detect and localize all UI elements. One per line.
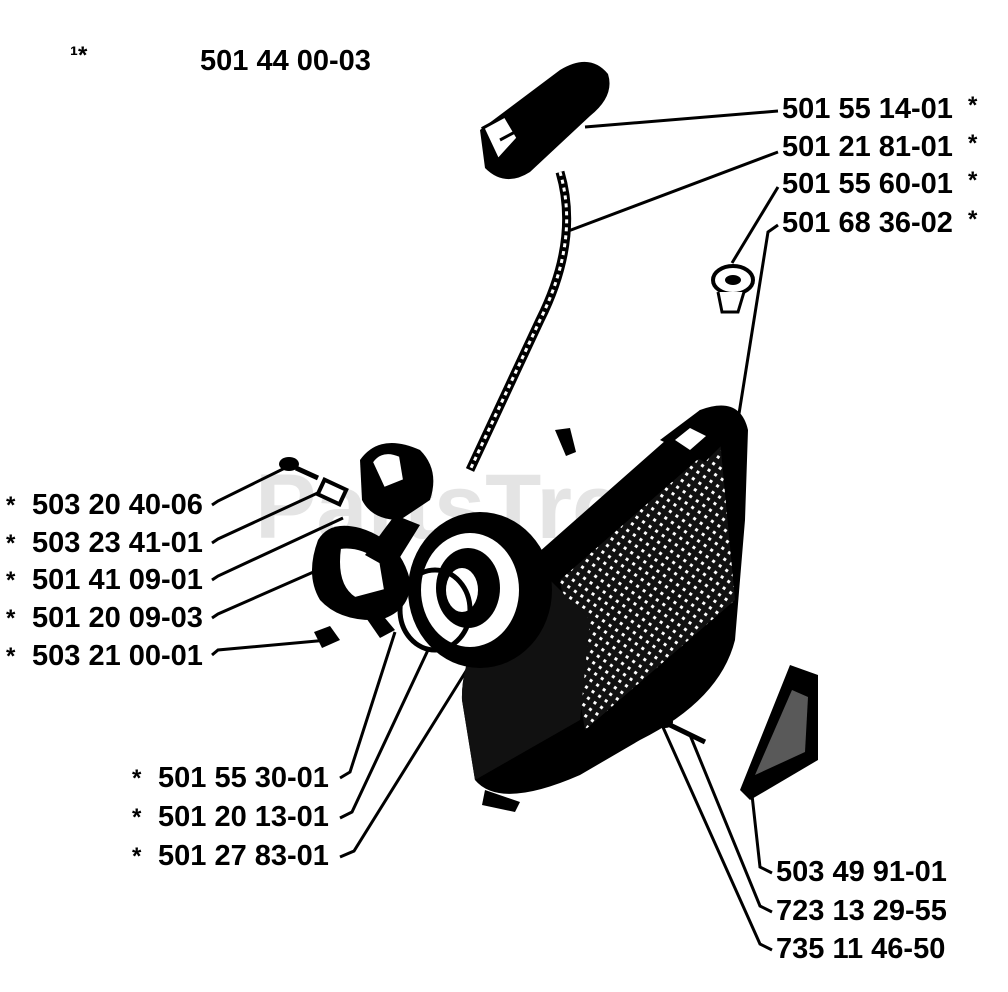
pawl-assembly-part	[311, 442, 434, 638]
rope-guide-part	[711, 264, 755, 314]
leader-spring-cassette	[339, 667, 470, 859]
leader-screw	[211, 465, 288, 507]
decal-part	[740, 665, 818, 800]
star-part-starter-housing: *	[968, 206, 978, 233]
leader-spring-pawl	[211, 568, 319, 620]
star-part-rope-guide: *	[968, 167, 978, 194]
starter-handle-part	[480, 61, 610, 180]
starter-rope-part	[465, 170, 572, 472]
leader-spring-clip	[211, 638, 329, 657]
label-part-screw: 503 20 40-06	[32, 489, 203, 521]
label-part-handle: 501 55 14-01	[782, 93, 953, 125]
leader-starter-housing	[736, 223, 779, 421]
star-part-spring-clip: *	[6, 643, 16, 670]
leader-handle	[584, 109, 779, 129]
spring-clip-part	[314, 626, 340, 648]
leader-decal	[750, 794, 773, 875]
star-part-spring-pawl: *	[6, 605, 16, 632]
assembly-number: 501 44 00-03	[200, 45, 371, 77]
star-part-screw: *	[6, 492, 16, 519]
leader-screw-housing	[660, 724, 773, 952]
label-part-spring-clip: 503 21 00-01	[32, 640, 203, 672]
label-part-recoil-spring: 501 20 13-01	[158, 801, 329, 833]
star-part-handle: *	[968, 92, 978, 119]
housing-screw-part	[657, 716, 707, 745]
label-part-washer: 503 23 41-01	[32, 527, 203, 559]
pulley-assembly-part	[397, 512, 552, 668]
star-part-spring-cassette: *	[132, 843, 142, 870]
leader-pawl	[211, 516, 344, 582]
leader-washer	[211, 489, 323, 545]
label-part-spring-pawl: 501 20 09-03	[32, 602, 203, 634]
star-part-pulley: *	[132, 765, 142, 792]
leader-lines	[211, 109, 780, 952]
screw-part	[279, 457, 320, 481]
label-part-pawl: 501 41 09-01	[32, 564, 203, 596]
label-part-decal: 503 49 91-01	[776, 856, 947, 888]
star-part-starter-rope: *	[968, 130, 978, 157]
leader-rope-guide	[730, 186, 780, 264]
leader-washer-small	[688, 734, 773, 914]
label-part-starter-housing: 501 68 36-02	[782, 207, 953, 239]
star-part-pawl: *	[6, 567, 16, 594]
label-part-spring-cassette: 501 27 83-01	[158, 840, 329, 872]
assembly-marker: ¹*	[70, 42, 88, 69]
leader-pulley	[339, 631, 397, 780]
washer-part	[315, 477, 349, 507]
label-part-screw-housing: 735 11 46-50	[776, 933, 946, 965]
star-part-washer: *	[6, 530, 16, 557]
label-part-rope-guide: 501 55 60-01	[782, 168, 953, 200]
leader-recoil-spring	[339, 649, 430, 820]
star-part-recoil-spring: *	[132, 804, 142, 831]
leader-starter-rope	[562, 150, 779, 235]
label-part-washer-small: 723 13 29-55	[776, 895, 947, 927]
label-part-pulley: 501 55 30-01	[158, 762, 329, 794]
label-part-starter-rope: 501 21 81-01	[782, 131, 953, 163]
